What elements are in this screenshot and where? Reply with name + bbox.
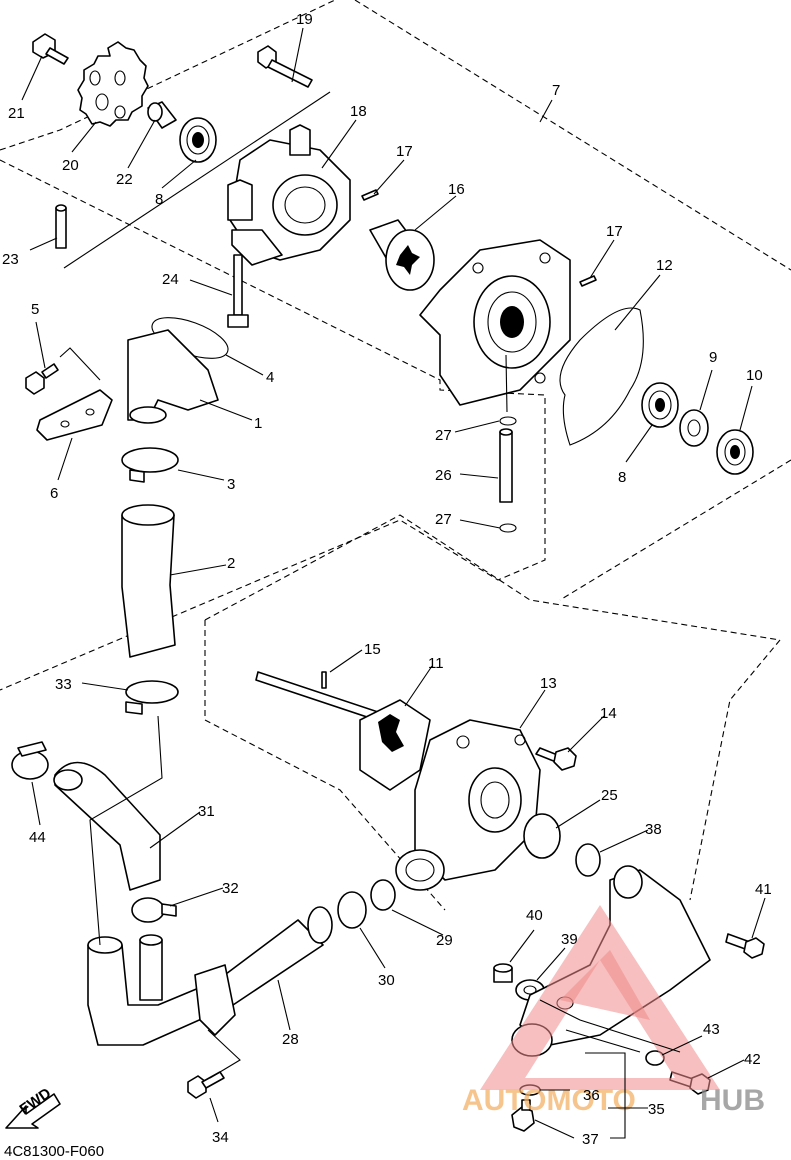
bolt-5 <box>25 363 59 395</box>
watermark-text-automoto: AUTOMOTO <box>462 1084 636 1117</box>
label-32: 32 <box>222 880 239 897</box>
label-17-upper: 17 <box>396 143 413 160</box>
bracket-6 <box>36 389 113 441</box>
label-39: 39 <box>561 931 578 948</box>
label-42: 42 <box>744 1051 761 1068</box>
label-3: 3 <box>227 476 235 493</box>
part-labels: 19 21 20 22 8 18 17 16 7 23 24 17 12 5 9… <box>2 11 772 1148</box>
pipe-28 <box>87 906 333 1046</box>
gasket-12 <box>559 307 644 446</box>
fwd-arrow-icon: FWD <box>5 1085 61 1129</box>
label-29: 29 <box>436 932 453 949</box>
label-24: 24 <box>162 271 179 288</box>
watermark-logo: AUTOMOTO HUB <box>462 905 765 1117</box>
label-35: 35 <box>648 1101 665 1118</box>
label-14: 14 <box>600 705 617 722</box>
label-21: 21 <box>8 105 25 122</box>
bolt-19 <box>257 45 313 88</box>
bearing-8-upper <box>179 117 217 163</box>
sprocket-20 <box>77 41 149 127</box>
diagram-code: 4C81300-F060 <box>4 1143 104 1160</box>
bolt-37 <box>511 1099 535 1132</box>
pump-case-7 <box>419 239 571 406</box>
watermark-text-hub: HUB <box>700 1084 765 1117</box>
clamp-3 <box>121 447 179 483</box>
pin-17-upper <box>361 189 379 201</box>
label-18: 18 <box>350 103 367 120</box>
rotor-16 <box>369 219 435 291</box>
label-9: 9 <box>709 349 717 366</box>
label-26: 26 <box>435 467 452 484</box>
label-34: 34 <box>212 1129 229 1146</box>
label-36: 36 <box>583 1087 600 1104</box>
leader-lines <box>21 27 766 1139</box>
label-33: 33 <box>55 676 72 693</box>
impeller-shaft-11 <box>255 671 431 791</box>
label-16: 16 <box>448 181 465 198</box>
bolt-41 <box>725 933 765 959</box>
label-13: 13 <box>540 675 557 692</box>
label-23: 23 <box>2 251 19 268</box>
label-1: 1 <box>254 415 262 432</box>
collar-22 <box>147 101 177 129</box>
label-8-upper: 8 <box>155 191 163 208</box>
clamp-44 <box>11 741 49 780</box>
o-ring-29 <box>370 879 396 911</box>
label-38: 38 <box>645 821 662 838</box>
seal-10 <box>716 429 754 475</box>
bolt-21 <box>32 33 69 65</box>
label-19: 19 <box>296 11 313 28</box>
thermostat-housing-1 <box>127 329 219 424</box>
label-30: 30 <box>378 972 395 989</box>
collar-40 <box>493 963 513 983</box>
hose-2 <box>121 504 176 658</box>
pump-housing-18 <box>227 124 351 266</box>
label-27-lower: 27 <box>435 511 452 528</box>
o-ring-30 <box>337 891 367 929</box>
bolt-24 <box>227 254 249 328</box>
o-ring-27-upper <box>499 416 517 426</box>
pipe-26 <box>499 428 513 503</box>
washer-9 <box>679 409 709 447</box>
pin-15 <box>321 671 327 689</box>
label-44: 44 <box>29 829 46 846</box>
label-17-right: 17 <box>606 223 623 240</box>
label-11: 11 <box>428 655 444 672</box>
label-4: 4 <box>266 369 274 386</box>
bolt-14 <box>535 747 577 771</box>
label-7: 7 <box>552 82 560 99</box>
label-40: 40 <box>526 907 543 924</box>
clamp-33 <box>125 680 179 715</box>
o-ring-25 <box>523 813 561 859</box>
pin-17-right <box>579 275 597 287</box>
label-8-right: 8 <box>618 469 626 486</box>
label-28: 28 <box>282 1031 299 1048</box>
label-43: 43 <box>703 1021 720 1038</box>
o-ring-38 <box>575 843 601 877</box>
label-27-upper: 27 <box>435 427 452 444</box>
o-ring-27-lower <box>499 523 517 533</box>
bolt-34 <box>187 1071 225 1099</box>
label-15: 15 <box>364 641 381 658</box>
label-10: 10 <box>746 367 763 384</box>
label-20: 20 <box>62 157 79 174</box>
label-25: 25 <box>601 787 618 804</box>
label-22: 22 <box>116 171 133 188</box>
dowel-23 <box>55 204 67 249</box>
bearing-8-right <box>641 382 679 428</box>
label-2: 2 <box>227 555 235 572</box>
label-6: 6 <box>50 485 58 502</box>
label-5: 5 <box>31 301 39 318</box>
clamp-32 <box>131 897 177 923</box>
label-12: 12 <box>656 257 673 274</box>
label-31: 31 <box>198 803 215 820</box>
pump-cover-13 <box>395 719 541 891</box>
label-41: 41 <box>755 881 772 898</box>
dashed-group-upper <box>0 0 791 691</box>
dashed-group-lower <box>204 514 781 911</box>
hose-31 <box>53 761 161 891</box>
label-37: 37 <box>582 1131 599 1148</box>
